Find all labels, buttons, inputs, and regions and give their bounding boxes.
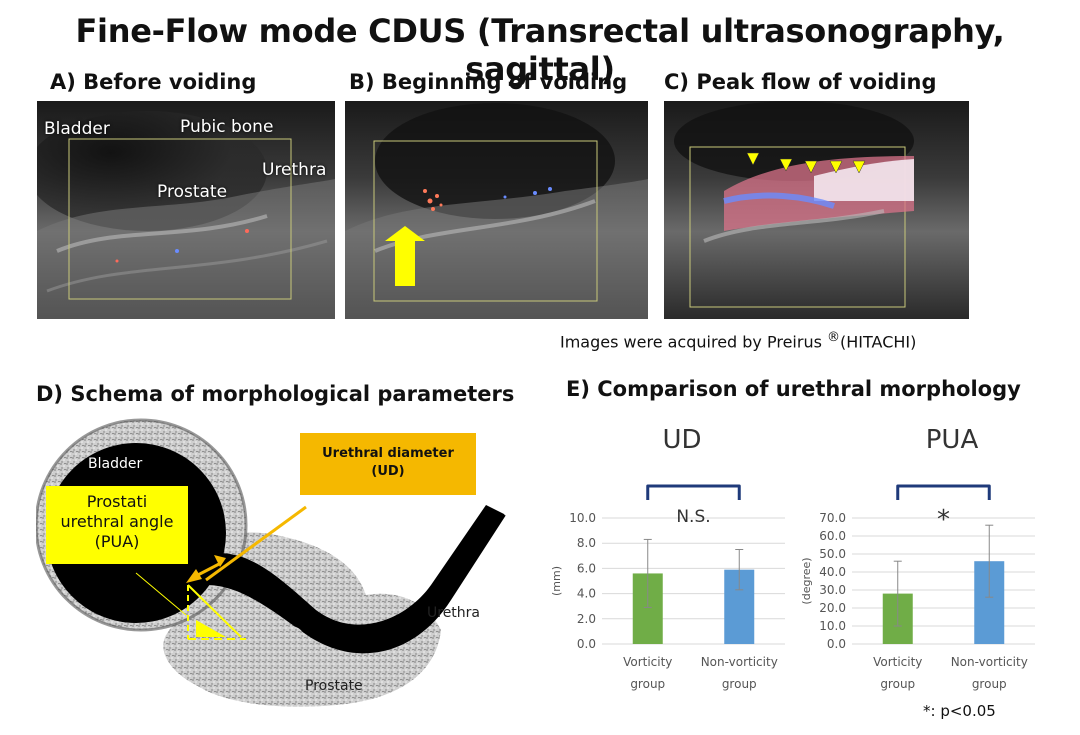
x-category-label: group — [630, 677, 665, 691]
y-tick-label: 20.0 — [819, 601, 846, 615]
schema-bladder-label: Bladder — [88, 456, 143, 472]
significance-bracket — [896, 484, 991, 500]
x-category-label: group — [972, 677, 1007, 691]
y-tick-label: 40.0 — [819, 565, 846, 579]
y-tick-label: 70.0 — [819, 511, 846, 525]
y-tick-label: 30.0 — [819, 583, 846, 597]
y-tick-label: 2.0 — [577, 612, 596, 626]
y-tick-label: 8.0 — [577, 536, 596, 550]
y-tick-label: 10.0 — [569, 511, 596, 525]
x-category-label: group — [722, 677, 757, 691]
ud-label-box: Urethral diameter(UD) — [300, 433, 476, 495]
panel-e-label: E) Comparison of urethral morphology — [566, 377, 1021, 401]
chart-title: UD — [662, 425, 701, 455]
y-axis-label: (degree) — [800, 557, 813, 604]
significance-bracket — [646, 484, 741, 500]
bladder-annotation: Bladder — [44, 119, 110, 139]
ultrasound-image-b — [345, 101, 648, 319]
urethra-annotation: Urethra — [262, 160, 327, 180]
schema-urethra-label: Urethra — [427, 605, 481, 621]
y-tick-label: 50.0 — [819, 547, 846, 561]
significance-label: * — [937, 505, 950, 535]
figure-title: Fine-Flow mode CDUS (Transrectal ultraso… — [75, 12, 1005, 88]
ud-chart: UD 0.0 2.0 4.0 6.0 8.0 10.0 (mm) Vorticity group N… — [540, 418, 820, 718]
y-tick-label: 0.0 — [827, 637, 846, 651]
flow-arrow-icon — [385, 226, 425, 286]
y-tick-label: 6.0 — [577, 561, 596, 575]
y-axis-label: (mm) — [550, 566, 563, 596]
x-category-label: Non-vorticity — [701, 655, 778, 669]
significance-label: N.S. — [676, 507, 710, 527]
y-tick-label: 4.0 — [577, 587, 596, 601]
pubic-bone-annotation: Pubic bone — [180, 117, 274, 137]
schema-prostate-label: Prostate — [305, 678, 363, 694]
ultrasound-image-a — [37, 101, 335, 319]
image-credit: Images were acquired by Preirus ®(HITACH… — [560, 330, 917, 352]
panel-b-label: B) Beginning of voiding — [349, 70, 628, 94]
prostate-annotation: Prostate — [157, 182, 228, 202]
significance-footnote: *: p<0.05 — [923, 702, 996, 720]
ultrasound-image-c — [664, 101, 969, 319]
y-tick-label: 0.0 — [577, 637, 596, 651]
y-tick-label: 10.0 — [819, 619, 846, 633]
panel-c-label: C) Peak flow of voiding — [664, 70, 937, 94]
x-category-label: Vorticity — [623, 655, 672, 669]
x-category-label: Non-vorticity — [951, 655, 1028, 669]
chart-title: PUA — [926, 425, 979, 455]
x-category-label: Vorticity — [873, 655, 922, 669]
panel-d-label: D) Schema of morphological parameters — [36, 382, 515, 406]
x-category-label: group — [880, 677, 915, 691]
y-tick-label: 60.0 — [819, 529, 846, 543]
panel-a-label: A) Before voiding — [50, 70, 257, 94]
pua-chart: PUA 0.0 10.0 20.0 30.0 40.0 50.0 60.0 70.0 (degre… — [790, 418, 1070, 718]
